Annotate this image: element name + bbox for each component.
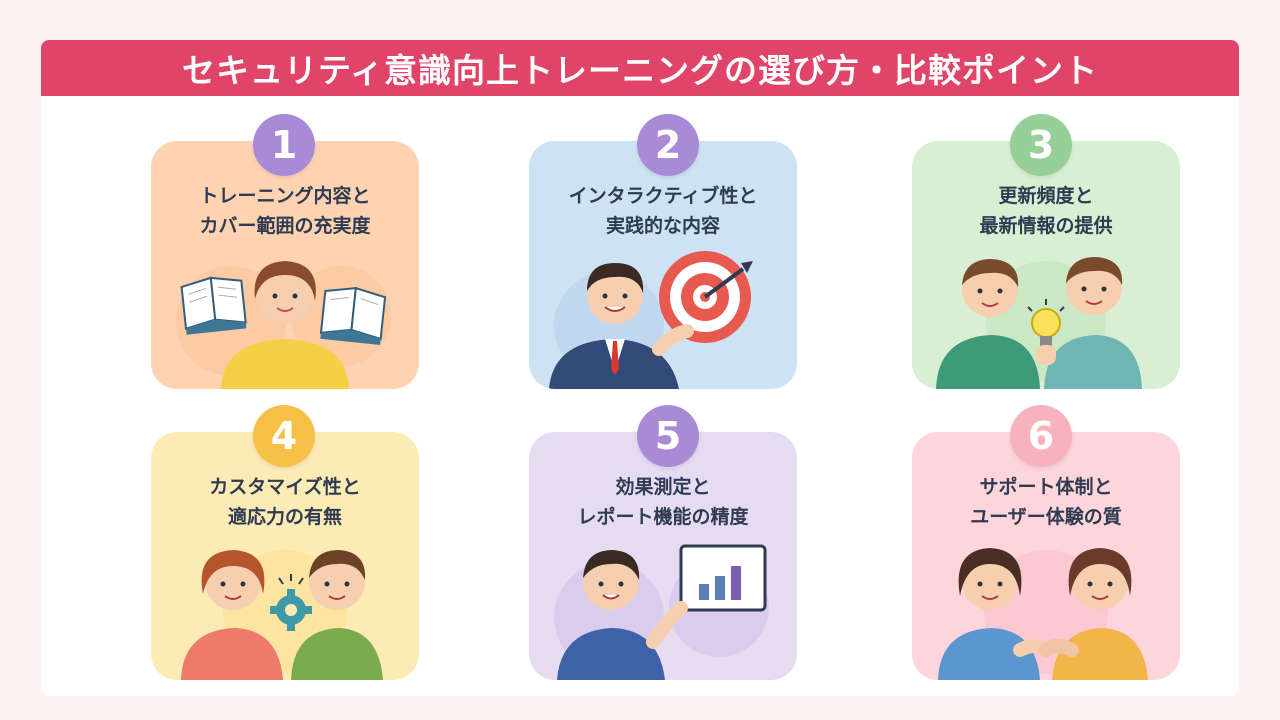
point-badge-4: 4 (253, 405, 315, 467)
point-title-6-line2: ユーザー体験の質 (970, 506, 1122, 528)
point-title-3-line2: 最新情報の提供 (979, 215, 1113, 237)
point-card-2: インタラクティブ性と 実践的な内容 (529, 141, 797, 389)
person-holding-books-icon (176, 261, 391, 389)
point-card-3: 更新頻度と 最新情報の提供 (912, 141, 1180, 389)
point-badge-5: 5 (637, 405, 699, 467)
point-title-5-line1: 効果測定と (615, 476, 711, 498)
point-title-6-line1: サポート体制と (979, 476, 1113, 498)
point-title-2-line1: インタラクティブ性と (568, 185, 758, 207)
point-title-6: サポート体制と ユーザー体験の質 (912, 472, 1180, 532)
point-title-1: トレーニング内容と カバー範囲の充実度 (151, 181, 419, 241)
point-badge-6: 6 (1010, 405, 1072, 467)
two-people-lightbulb-icon (936, 257, 1142, 389)
point-card-6: サポート体制と ユーザー体験の質 (912, 432, 1180, 680)
point-title-3-line1: 更新頻度と (998, 185, 1094, 207)
man-with-target-icon (549, 251, 753, 389)
point-card-5: 効果測定と レポート機能の精度 (529, 432, 797, 680)
point-title-4-line2: 適応力の有無 (227, 506, 342, 528)
man-pointing-chart-icon (554, 544, 769, 680)
point-badge-3: 3 (1010, 114, 1072, 176)
page-title: セキュリティ意識向上トレーニングの選び方・比較ポイント (41, 40, 1239, 96)
two-women-handshake-icon (938, 548, 1148, 680)
point-title-5: 効果測定と レポート機能の精度 (529, 472, 797, 532)
point-title-5-line2: レポート機能の精度 (577, 506, 749, 528)
point-card-1: トレーニング内容と カバー範囲の充実度 (151, 141, 419, 389)
point-title-1-line1: トレーニング内容と (199, 185, 371, 207)
point-title-2-line2: 実践的な内容 (605, 215, 720, 237)
point-card-4: カスタマイズ性と 適応力の有無 (151, 432, 419, 680)
point-badge-2: 2 (637, 114, 699, 176)
point-badge-1: 1 (253, 114, 315, 176)
two-people-gear-icon (181, 550, 383, 680)
point-title-3: 更新頻度と 最新情報の提供 (912, 181, 1180, 241)
point-title-2: インタラクティブ性と 実践的な内容 (529, 181, 797, 241)
point-title-4: カスタマイズ性と 適応力の有無 (151, 472, 419, 532)
point-title-4-line1: カスタマイズ性と (209, 476, 361, 498)
point-title-1-line2: カバー範囲の充実度 (199, 215, 371, 237)
